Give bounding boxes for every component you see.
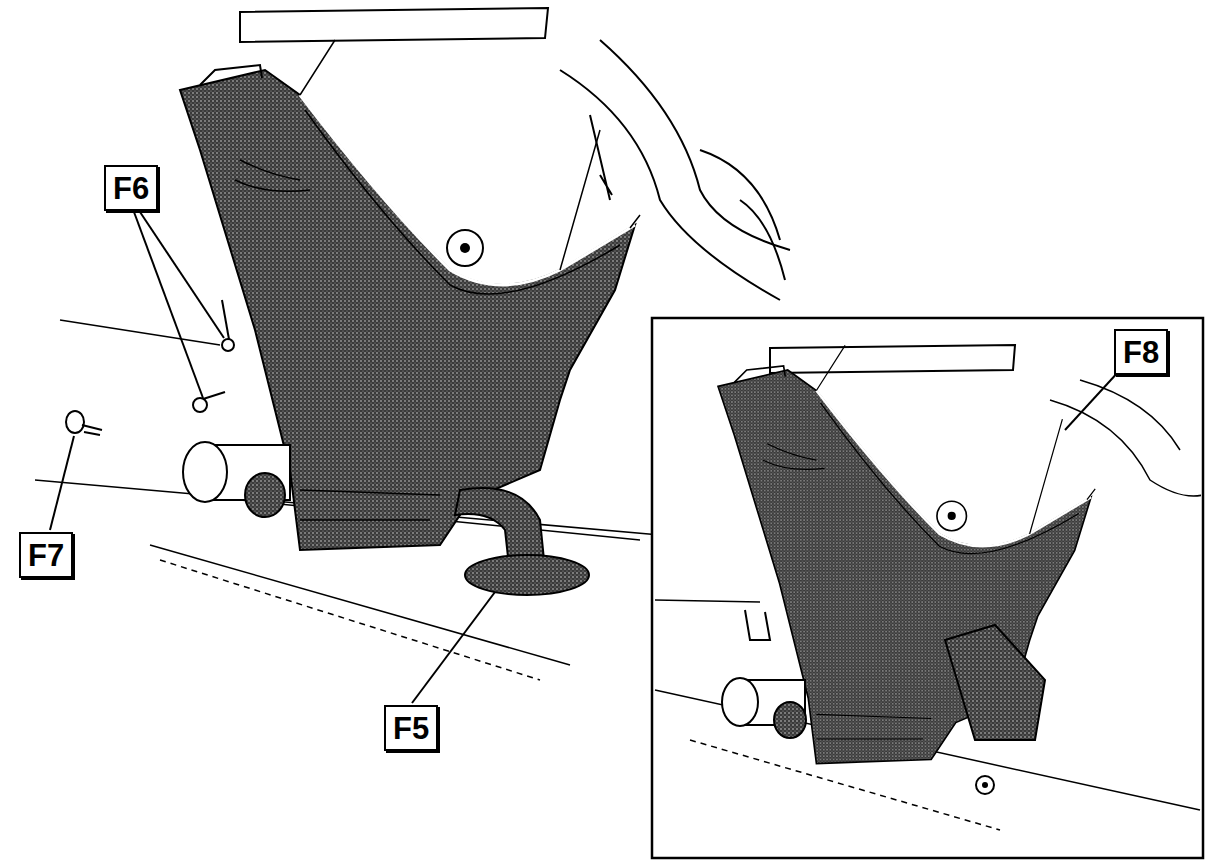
callout-number: F5	[384, 705, 438, 751]
callout-number: F6	[104, 165, 158, 211]
callout-number: F8	[1114, 329, 1168, 375]
callout-number: F7	[19, 532, 73, 578]
